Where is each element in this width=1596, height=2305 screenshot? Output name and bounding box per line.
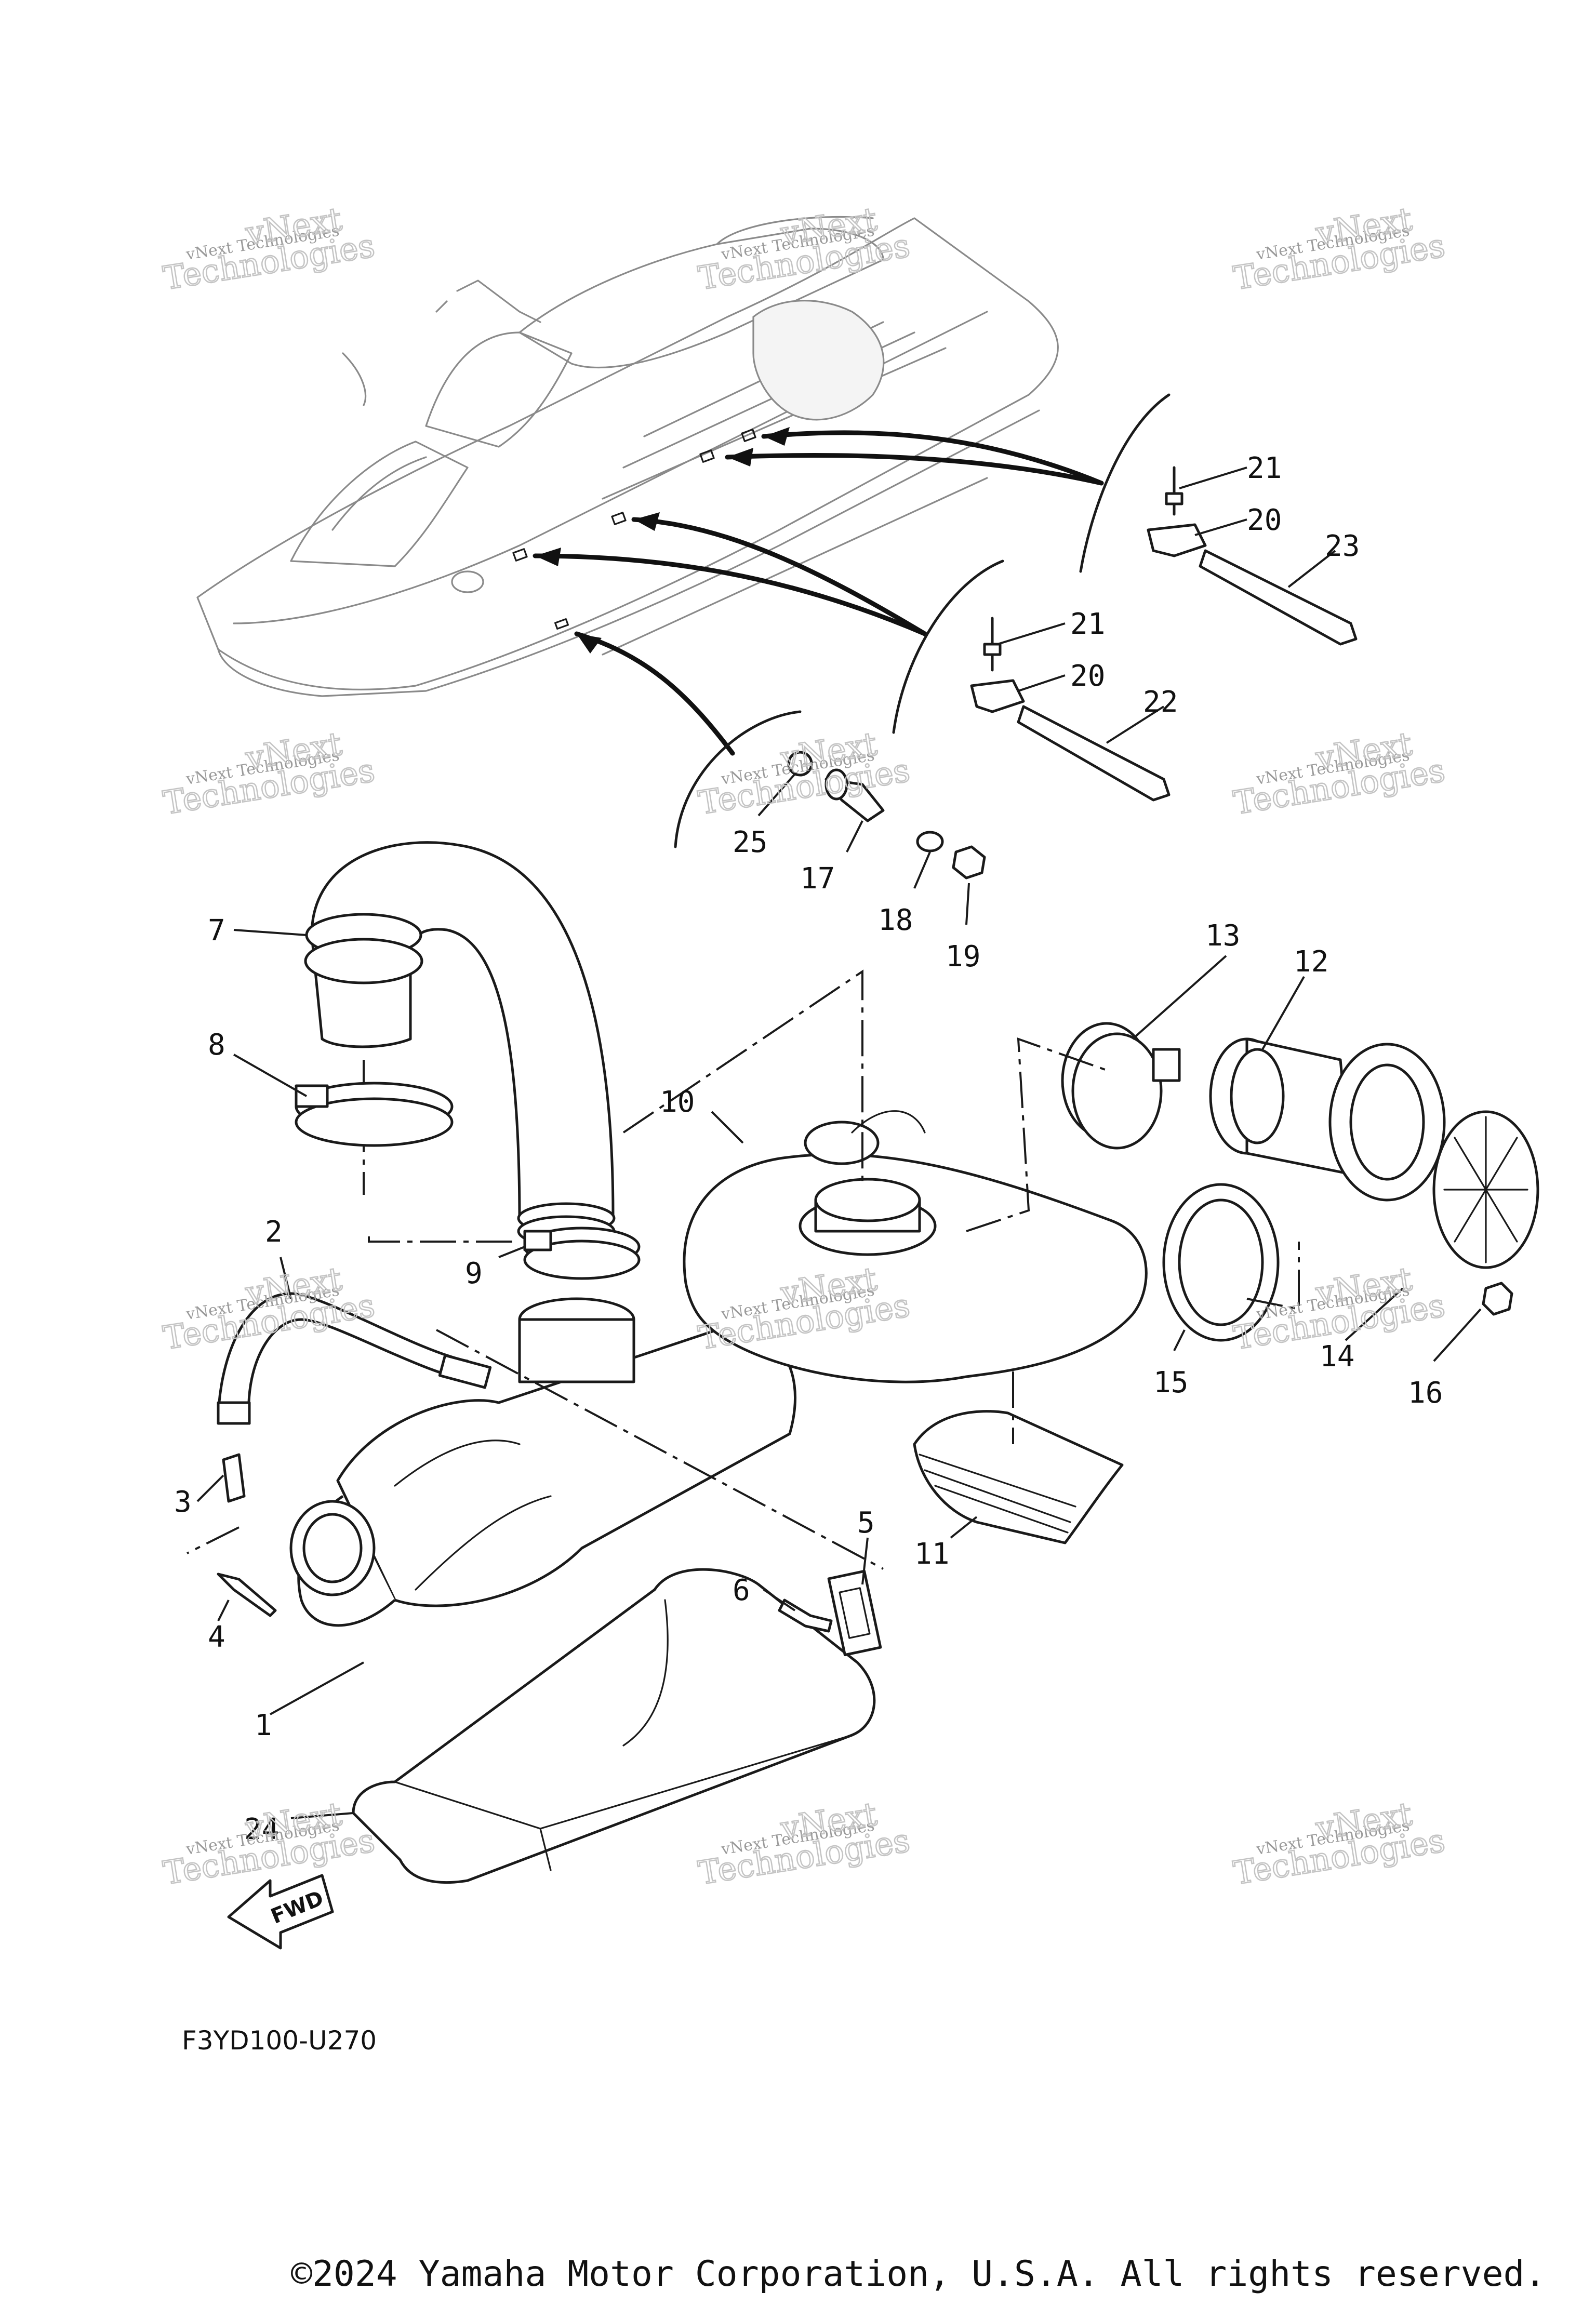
callout-10: 10 — [660, 1085, 695, 1119]
callout-4: 4 — [208, 1620, 225, 1654]
leader-lines — [196, 467, 1482, 1819]
watercraft-hull-outline — [196, 216, 1059, 697]
callout-5: 5 — [857, 1506, 875, 1540]
callout-16: 16 — [1408, 1376, 1443, 1410]
callout-13: 13 — [1205, 919, 1240, 953]
callout-14: 14 — [1320, 1340, 1354, 1374]
part-21-rivet-lower — [983, 617, 1002, 672]
part-23-tie — [1199, 549, 1358, 646]
callout-labels: 1 2 3 4 5 6 7 8 9 10 11 12 13 14 15 16 1… — [174, 451, 1443, 1846]
part-8-hose-clamp — [295, 1082, 454, 1147]
callout-12: 12 — [1294, 945, 1328, 979]
callout-21: 21 — [1247, 451, 1282, 485]
callout-22: 22 — [1143, 685, 1178, 719]
part-16-nut — [1482, 1282, 1513, 1316]
part-4-bolt — [217, 1573, 277, 1617]
callout-1: 1 — [255, 1709, 272, 1742]
diagram-code: F3YD100-U270 — [182, 2026, 377, 2056]
part-10-tank — [683, 1110, 1148, 1383]
callout-21-second: 21 — [1070, 607, 1105, 641]
fwd-arrow-indicator: FWD — [227, 1874, 334, 1950]
part-17-fitting — [824, 768, 885, 822]
part-24-cover — [352, 1568, 876, 1884]
part-7-pipe — [304, 841, 616, 1247]
part-21-rivet-upper — [1165, 466, 1183, 516]
part-22-tie — [1017, 705, 1171, 802]
part-9-hose-clamp — [523, 1227, 641, 1280]
callout-20-second: 20 — [1070, 659, 1105, 693]
part-20-grommet-upper — [1147, 523, 1207, 557]
callout-7: 7 — [208, 914, 225, 948]
callout-17: 17 — [800, 862, 835, 896]
part-20-grommet-lower — [970, 679, 1025, 713]
part-5-plate — [827, 1569, 882, 1657]
callout-24: 24 — [244, 1813, 279, 1846]
hull-mount-slots — [512, 429, 756, 630]
callout-11: 11 — [914, 1537, 949, 1571]
callout-20: 20 — [1247, 503, 1282, 537]
callout-2: 2 — [265, 1215, 283, 1249]
callout-18: 18 — [878, 903, 913, 937]
part-11-mat — [913, 1410, 1124, 1544]
copyright-notice: ©2024 Yamaha Motor Corporation, U.S.A. A… — [291, 2254, 1546, 2295]
callout-23: 23 — [1325, 529, 1360, 563]
callout-8: 8 — [208, 1028, 225, 1062]
part-12-duct — [1209, 1037, 1446, 1202]
part-25-clip — [787, 751, 813, 777]
part-15-ring — [1162, 1183, 1280, 1342]
location-arrows — [533, 393, 1171, 848]
part-18-washer — [916, 831, 944, 852]
part-14-plate — [1432, 1110, 1539, 1269]
callout-3: 3 — [174, 1485, 192, 1519]
callout-25: 25 — [733, 825, 767, 859]
callout-6: 6 — [733, 1574, 750, 1607]
part-13-hose-clamp — [1061, 1022, 1181, 1150]
assembly-lines — [187, 969, 1300, 1570]
part-2-strap — [217, 1292, 492, 1425]
callout-15: 15 — [1153, 1366, 1188, 1400]
part-3-bracket — [222, 1453, 246, 1503]
callout-9: 9 — [465, 1257, 483, 1290]
part-19-nut — [952, 845, 986, 880]
callout-19: 19 — [946, 940, 980, 974]
